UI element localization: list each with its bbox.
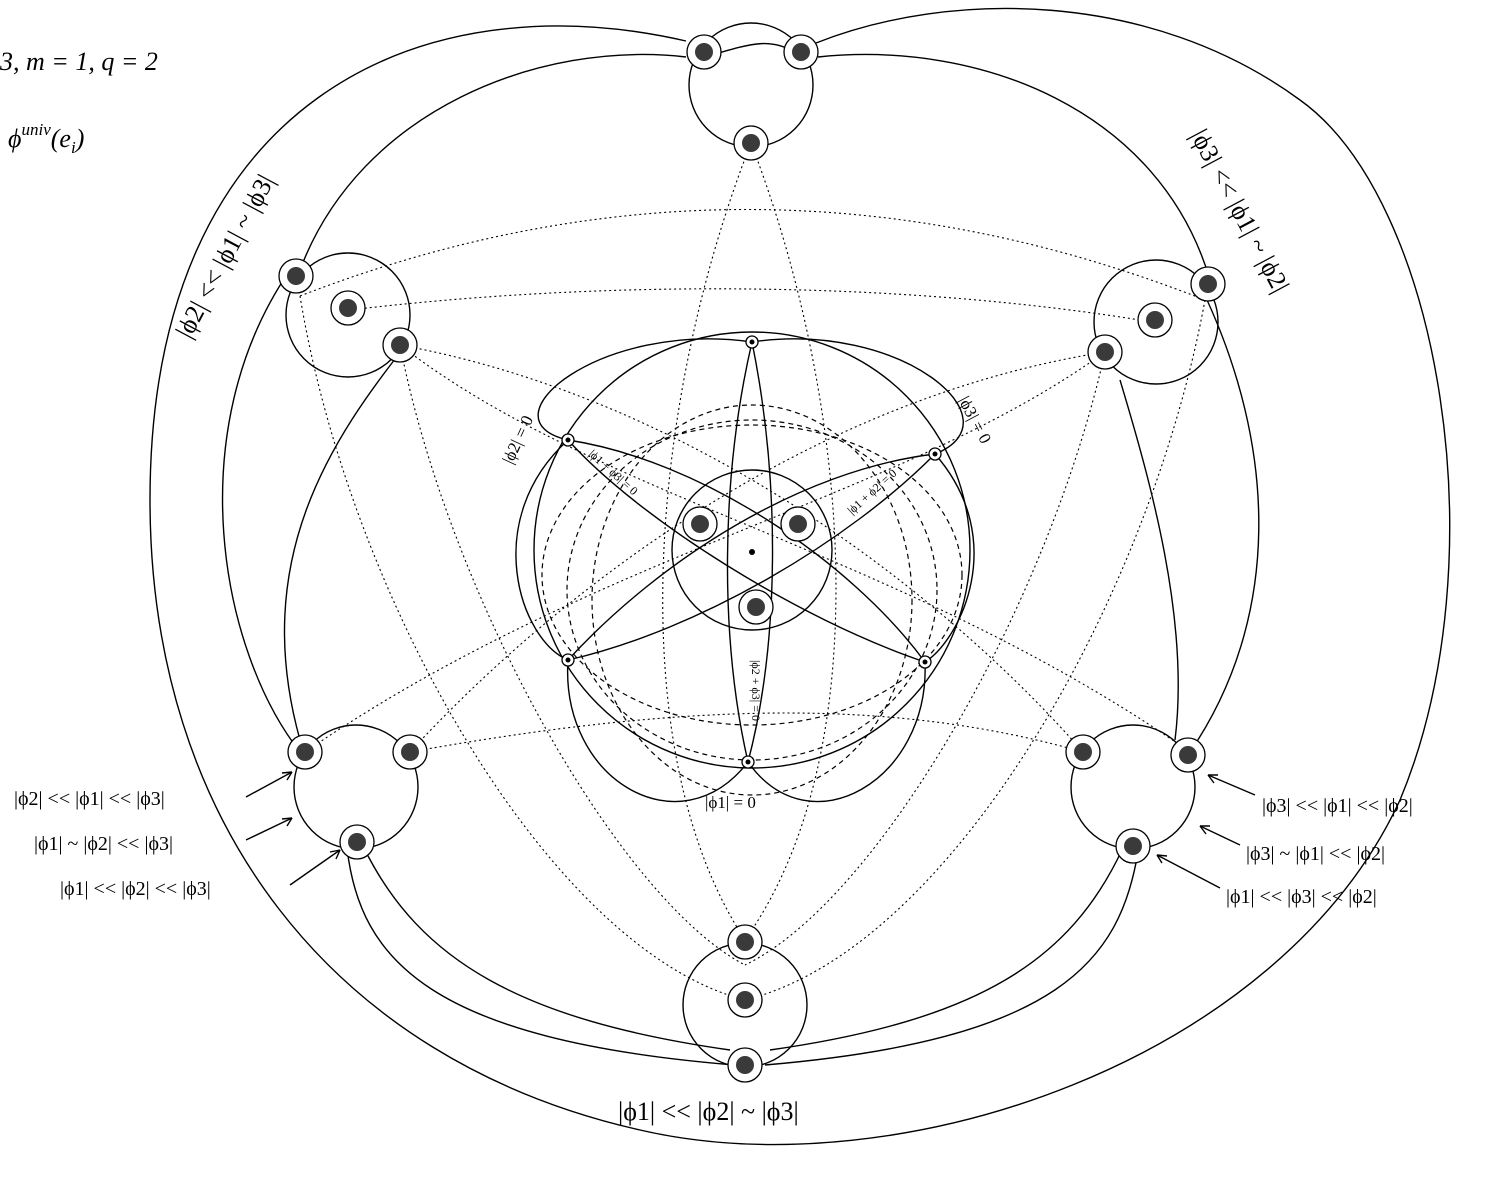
puncture-top-left [686,34,722,70]
puncture-ul-a [278,258,314,294]
params-label: 3, m = 1, q = 2 [0,47,158,76]
outer-boundary-arc [149,7,1451,1146]
puncture-top-right [783,34,819,70]
inner-label-phi2-plus-phi3: |ϕ2 + ϕ3| = 0 [749,660,763,721]
puncture-ur-a [1190,266,1226,302]
inner-label-phi3-zero: |ϕ3| = 0 [954,393,995,447]
band-right-outer [817,53,1211,281]
puncture-ur-c [1087,334,1123,370]
puncture-lr-c [1115,828,1151,864]
puncture-ur-b [1137,302,1173,338]
puncture-bot-b [727,982,763,1018]
band-left-outer [299,53,687,271]
band-right-long [1189,284,1260,753]
vertex-circle-upper-right [1093,259,1219,385]
band-bottom-left-inner [364,849,731,1051]
puncture-top-bottom [733,125,769,161]
band-right-inner [1119,379,1179,741]
puncture-bot-a [727,924,763,960]
inner-label-phi2-zero: |ϕ2| = 0 [498,413,537,467]
left-annotation-3: |ϕ1| << |ϕ2| << |ϕ3| [60,878,211,900]
puncture-lr-b [1170,737,1206,773]
punctures [278,34,1226,1083]
band-left-inner [283,339,411,741]
band-bottom-right-outer [764,851,1139,1066]
puncture-ul-c [382,327,418,363]
puncture-ll-b [392,734,428,770]
puncture-bot-c [727,1047,763,1083]
right-annotation-1: |ϕ3| << |ϕ1| << |ϕ2| [1262,795,1413,817]
band-bottom-left-outer [346,847,736,1066]
annotation-arrows [245,771,1256,889]
puncture-ll-c [339,824,375,860]
inner-label-phi1-plus-phi3: |ϕ1 + ϕ3| = 0 [586,447,641,498]
region-label-bottom: |ϕ1| << |ϕ2| ~ |ϕ3| [618,1097,799,1126]
vertex-circle-upper-left [285,252,411,378]
region-label-upper-left: |ϕ2| << |ϕ1| ~ |ϕ3| [170,170,280,343]
right-annotation-3: |ϕ1| << |ϕ3| << |ϕ2| [1226,886,1377,908]
right-annotation-2: |ϕ3| ~ |ϕ1| << |ϕ2| [1246,843,1385,865]
inner-label-phi1-zero: |ϕ1| = 0 [705,793,756,812]
dotted-network [299,142,1206,1001]
puncture-center-c [738,589,774,625]
puncture-center-a [682,506,718,542]
central-region [515,331,975,803]
band-bottom-right-inner [769,849,1123,1051]
puncture-ul-b [330,290,366,326]
puncture-center-b [780,506,816,542]
map-label: ϕuniv(ei) [8,120,84,157]
puncture-lr-a [1065,734,1101,770]
left-annotation-2: |ϕ1| ~ |ϕ2| << |ϕ3| [34,833,173,855]
band-left-long [221,269,301,753]
left-annotation-1: |ϕ2| << |ϕ1| << |ϕ3| [14,788,165,810]
puncture-ll-a [287,734,323,770]
